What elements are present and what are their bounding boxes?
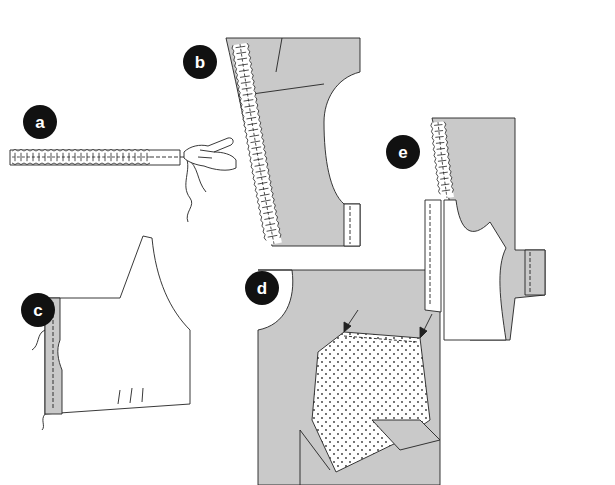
lining-piece — [258, 270, 440, 485]
bodice-piece — [226, 38, 360, 246]
ruffle-strip — [10, 150, 206, 222]
step-letter: c — [33, 302, 42, 319]
step-marker: d — [245, 271, 279, 305]
gathered-ruffle — [12, 150, 150, 165]
step-letter: a — [35, 114, 44, 131]
hand — [184, 138, 236, 170]
step-marker: b — [183, 45, 217, 79]
gathered-ruffle — [232, 43, 281, 244]
step-letter: e — [398, 144, 407, 161]
step-letter: d — [257, 280, 267, 297]
step-letter: b — [195, 54, 205, 71]
front-piece — [32, 236, 190, 430]
pointer-arrow — [344, 310, 432, 338]
step-marker: a — [23, 105, 57, 139]
finished-piece — [425, 118, 545, 340]
step-marker: e — [386, 135, 420, 169]
gathered-ruffle — [431, 121, 454, 198]
step-marker: c — [21, 293, 55, 327]
